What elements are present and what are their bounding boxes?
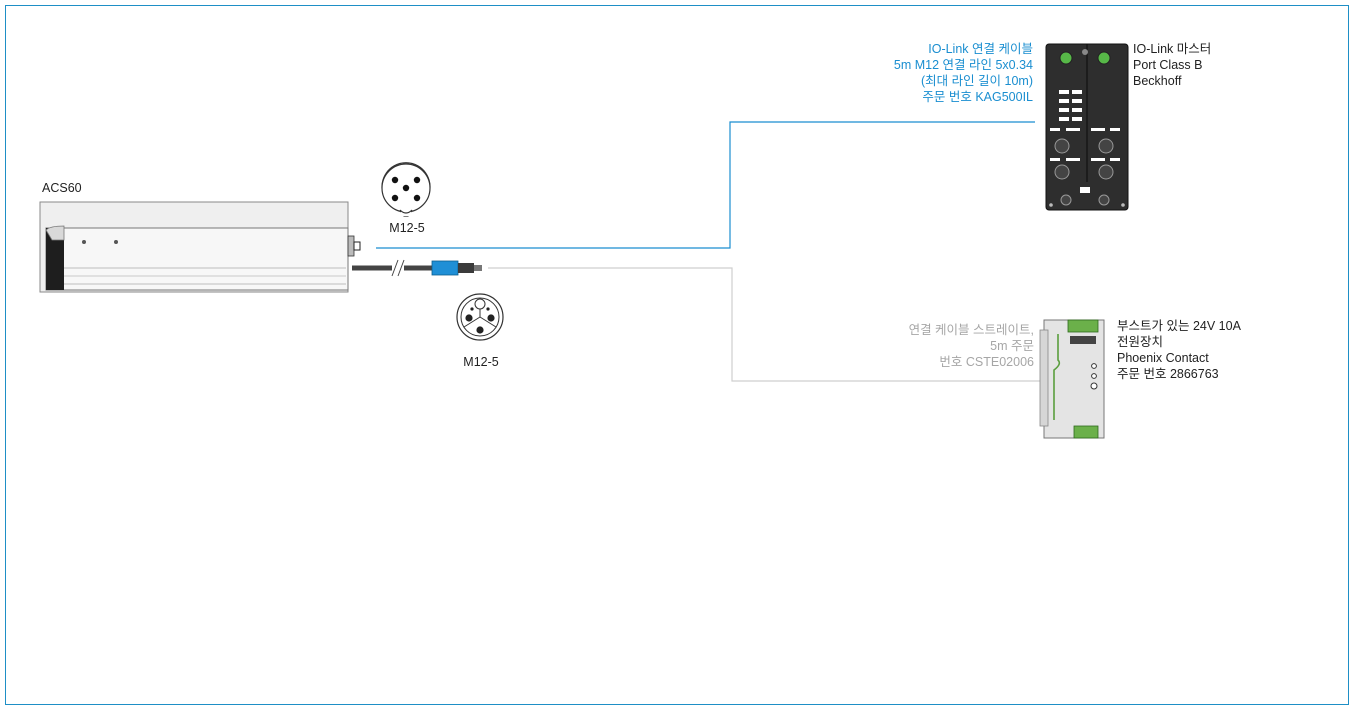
iolink-cable-line <box>376 121 1035 249</box>
plug-connector-label: M12-5 <box>463 355 499 369</box>
iolink-cable-line-2: 5m M12 연결 라인 5x0.34 <box>893 58 1033 72</box>
iolink-master-description: IO-Link 마스터 Port Class B Beckhoff <box>1133 41 1211 89</box>
iolink-master-line-3: Beckhoff <box>1133 74 1182 88</box>
wiring-diagram <box>39 43 1129 439</box>
m12-plug-icon <box>456 293 504 341</box>
power-cable <box>352 259 482 277</box>
power-supply-line-4: 주문 번호 2866763 <box>1117 367 1219 381</box>
power-supply-unit <box>1039 319 1105 439</box>
iolink-master-line-1: IO-Link 마스터 <box>1133 42 1212 56</box>
socket-connector-label: M12-5 <box>389 221 425 235</box>
power-cable-line-3: 번호 CSTE02006 <box>939 355 1034 369</box>
power-cable-line <box>488 267 1040 382</box>
power-supply-description: 부스트가 있는 24V 10A 전원장치 Phoenix Contact 주문 … <box>1117 318 1241 382</box>
iolink-cable-line-4: 주문 번호 KAG500IL <box>922 90 1033 104</box>
acs60-label: ACS60 <box>42 181 82 195</box>
power-cable-line-2: 5m 주문 <box>990 339 1034 353</box>
acs60-device <box>39 201 361 293</box>
power-cable-description: 연결 케이블 스트레이트, 5m 주문 번호 CSTE02006 <box>800 322 1034 370</box>
iolink-cable-line-3: (최대 라인 길이 10m) <box>920 74 1033 88</box>
power-supply-line-1: 부스트가 있는 24V 10A <box>1117 319 1241 333</box>
iolink-cable-description: IO-Link 연결 케이블 5m M12 연결 라인 5x0.34 (최대 라… <box>760 41 1033 105</box>
power-supply-line-3: Phoenix Contact <box>1117 351 1209 365</box>
iolink-master-module <box>1045 43 1129 211</box>
power-cable-line-1: 연결 케이블 스트레이트, <box>908 323 1034 337</box>
m12-socket-icon <box>381 162 431 217</box>
iolink-master-line-2: Port Class B <box>1133 58 1203 72</box>
iolink-cable-line-1: IO-Link 연결 케이블 <box>928 42 1033 56</box>
power-supply-line-2: 전원장치 <box>1117 335 1164 349</box>
